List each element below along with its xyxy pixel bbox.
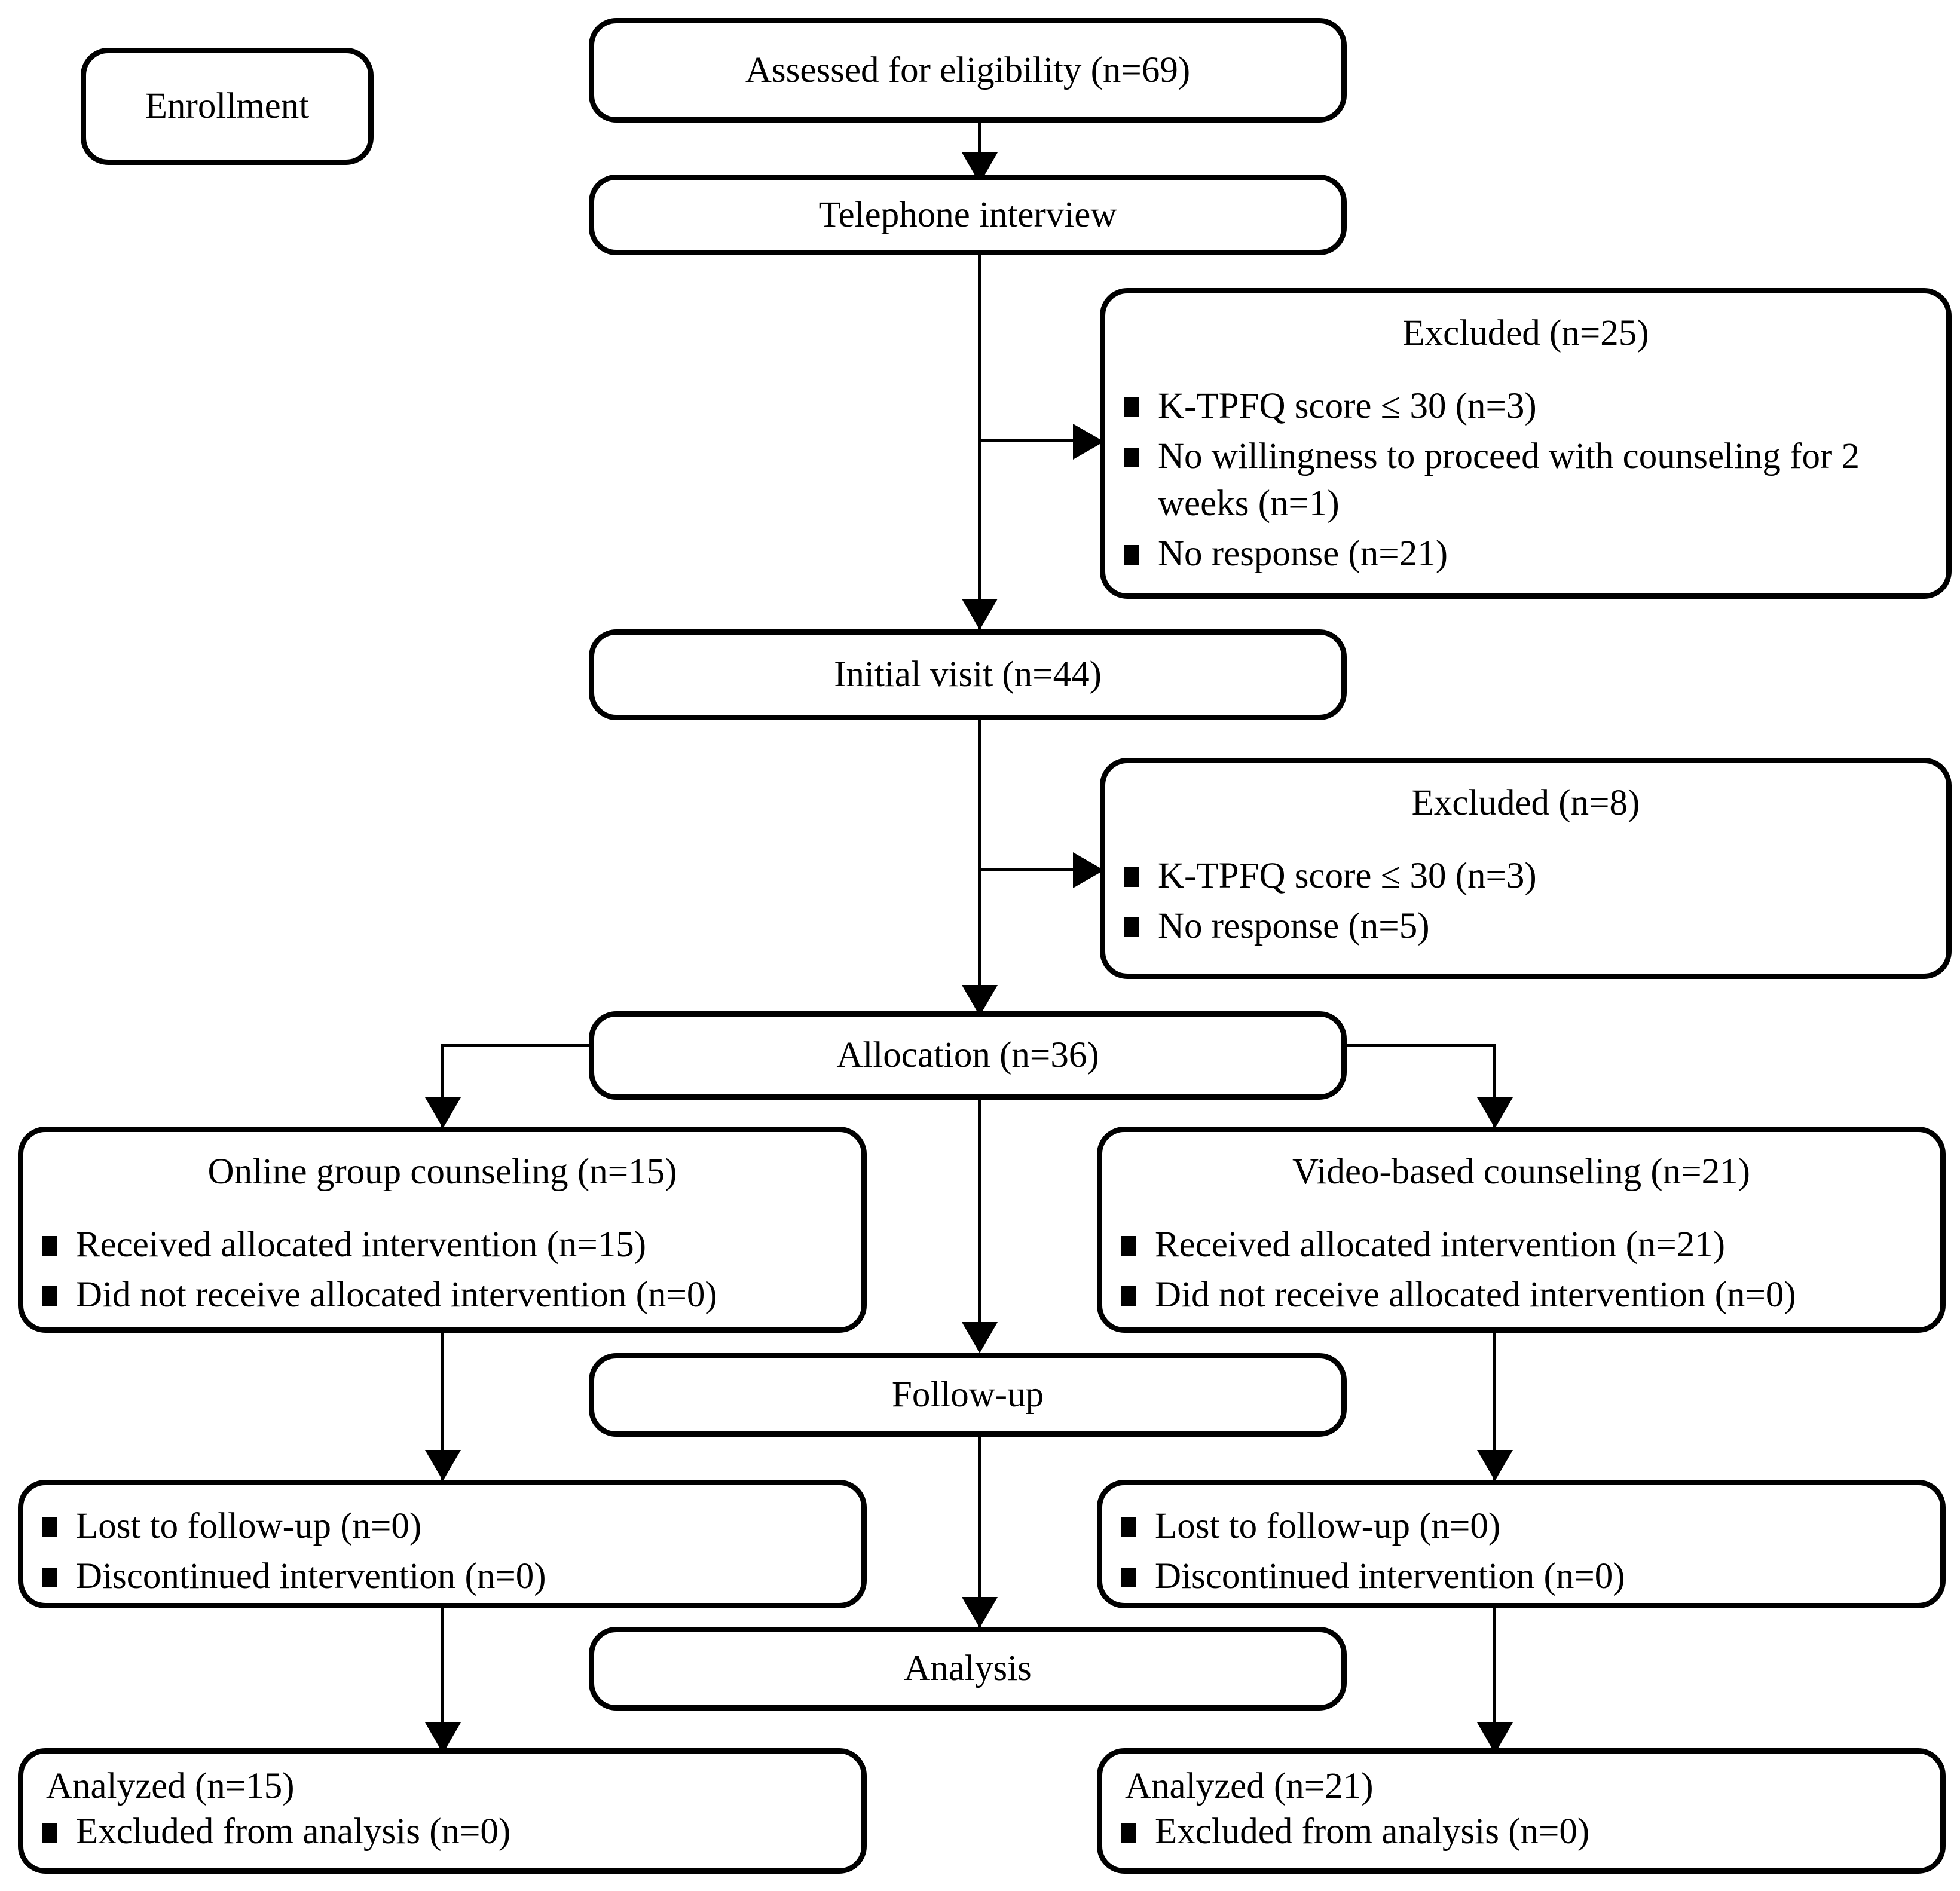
node-followup-losses-left: Lost to follow-up (n=0) Discontinued int… [18,1480,867,1608]
node-initial-visit: Initial visit (n=44) [589,629,1347,720]
connector-allocation-to-followup [978,1100,981,1351]
list-item: K-TPFQ score ≤ 30 (n=3) [1121,853,1931,899]
bullet-square-icon [1124,448,1139,468]
connector-initial-visit-to-excluded2 [978,868,1094,871]
list-item: Discontinued intervention (n=0) [1118,1553,1925,1600]
bullet-square-icon [1121,1517,1136,1537]
initial-visit-title: Initial visit (n=44) [834,654,1102,694]
bullet-square-icon [42,1823,57,1843]
excluded1-bullet-list: K-TPFQ score ≤ 30 (n=3) No willingness t… [1121,383,1931,577]
connector-left-arm-to-left-followup [441,1333,444,1482]
followup-right-bullet-list: Lost to follow-up (n=0) Discontinued int… [1118,1503,1925,1600]
allocation-title: Allocation (n=36) [836,1035,1099,1075]
analyzed-left-title: Analyzed (n=15) [46,1766,295,1806]
connector-right-arm-to-right-followup [1493,1333,1496,1482]
list-item: Lost to follow-up (n=0) [1118,1503,1925,1550]
bullet-square-icon [1124,544,1139,565]
connector-followup-to-analysis [978,1437,981,1631]
followup-left-bullet-list: Lost to follow-up (n=0) Discontinued int… [39,1503,846,1600]
analyzed-right-bullet-list: Excluded from analysis (n=0) [1118,1809,1925,1855]
arm-right-bullet-list: Received allocated intervention (n=21) D… [1118,1222,1925,1318]
bullet-square-icon [1121,1286,1136,1306]
analyzed-right-title: Analyzed (n=21) [1125,1766,1374,1806]
bullet-square-icon [1121,1823,1136,1843]
assessed-title: Assessed for eligibility (n=69) [745,50,1191,90]
list-item: Excluded from analysis (n=0) [1118,1809,1925,1855]
telephone-title: Telephone interview [818,194,1117,235]
bullet-square-icon [42,1568,57,1588]
connector-left-followup-to-left-analyzed [441,1608,444,1755]
node-arm-video-based-counseling: Video-based counseling (n=21) Received a… [1097,1127,1946,1333]
list-item: Discontinued intervention (n=0) [39,1553,846,1600]
analyzed-left-bullet-list: Excluded from analysis (n=0) [39,1809,846,1855]
node-allocation: Allocation (n=36) [589,1011,1347,1100]
arm-right-title: Video-based counseling (n=21) [1292,1152,1750,1192]
connector-assessed-to-telephone [978,123,981,160]
excluded2-title: Excluded (n=8) [1411,783,1640,823]
arrowhead-allocation-to-left-arm [425,1097,461,1128]
excluded2-bullet-list: K-TPFQ score ≤ 30 (n=3) No response (n=5… [1121,853,1931,950]
node-excluded-phone-screen: Excluded (n=25) K-TPFQ score ≤ 30 (n=3) … [1100,288,1952,599]
connector-telephone-to-excluded1 [978,439,1094,442]
bullet-square-icon [1124,397,1139,418]
node-excluded-initial-visit: Excluded (n=8) K-TPFQ score ≤ 30 (n=3) N… [1100,758,1952,979]
connector-allocation-left-vertical [441,1044,444,1130]
bullet-square-icon [42,1236,57,1256]
bullet-square-icon [42,1517,57,1537]
arrowhead-allocation-to-followup [962,1322,998,1353]
arrowhead-telephone-to-initial-visit [962,599,998,630]
node-followup-losses-right: Lost to follow-up (n=0) Discontinued int… [1097,1480,1946,1608]
connector-allocation-left-horizontal [441,1044,591,1047]
list-item: No willingness to proceed with counselin… [1121,433,1931,527]
node-telephone-interview: Telephone interview [589,175,1347,255]
list-item: Excluded from analysis (n=0) [39,1809,846,1855]
connector-allocation-right-vertical [1493,1044,1496,1130]
bullet-square-icon [42,1286,57,1306]
bullet-square-icon [1121,1236,1136,1256]
arm-left-title: Online group counseling (n=15) [207,1152,677,1192]
bullet-square-icon [1124,867,1139,888]
connector-right-followup-to-right-analyzed [1493,1608,1496,1755]
list-item: Received allocated intervention (n=15) [39,1222,846,1268]
phase-label-follow-up: Follow-up [891,1374,1044,1415]
connector-telephone-to-initial-visit [978,255,981,632]
arm-left-bullet-list: Received allocated intervention (n=15) D… [39,1222,846,1318]
arrowhead-initial-visit-to-allocation [962,985,998,1016]
list-item: Did not receive allocated intervention (… [39,1272,846,1318]
phase-box-enrollment: Enrollment [81,48,374,165]
node-arm-online-group-counseling: Online group counseling (n=15) Received … [18,1127,867,1333]
phase-label-analysis: Analysis [904,1648,1032,1688]
arrowhead-allocation-to-right-arm [1477,1097,1513,1128]
phase-label-enrollment: Enrollment [145,85,310,126]
arrowhead-right-arm-to-right-followup [1477,1450,1513,1481]
phase-box-analysis: Analysis [589,1627,1347,1711]
arrowhead-followup-to-analysis [962,1597,998,1628]
list-item: Lost to follow-up (n=0) [39,1503,846,1550]
arrowhead-left-arm-to-left-followup [425,1450,461,1481]
arrowhead-telephone-to-excluded1 [1073,424,1104,460]
phase-box-follow-up: Follow-up [589,1353,1347,1437]
list-item: No response (n=5) [1121,903,1931,950]
node-assessed-for-eligibility: Assessed for eligibility (n=69) [589,18,1347,123]
node-analyzed-right: Analyzed (n=21) Excluded from analysis (… [1097,1748,1946,1874]
list-item: Did not receive allocated intervention (… [1118,1272,1925,1318]
list-item: K-TPFQ score ≤ 30 (n=3) [1121,383,1931,430]
connector-allocation-right-horizontal [1345,1044,1496,1047]
bullet-square-icon [1121,1568,1136,1588]
list-item: No response (n=21) [1121,531,1931,577]
excluded1-title: Excluded (n=25) [1402,313,1649,353]
list-item: Received allocated intervention (n=21) [1118,1222,1925,1268]
bullet-square-icon [1124,917,1139,938]
arrowhead-initial-visit-to-excluded2 [1073,852,1104,888]
node-analyzed-left: Analyzed (n=15) Excluded from analysis (… [18,1748,867,1874]
